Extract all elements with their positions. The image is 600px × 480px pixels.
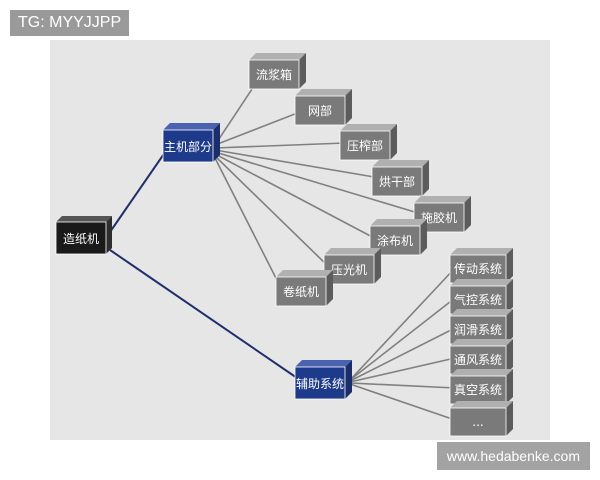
root-to-aux-connector (109, 249, 301, 381)
aux-part-label: 气控系统 (454, 292, 502, 307)
aux-section-box: 辅助系统 (294, 360, 352, 400)
main-part-box: 烘干部 (371, 160, 429, 197)
main-part-box: 卷纸机 (275, 270, 333, 307)
main-to-part-connector (214, 153, 379, 241)
aux-part-label: 通风系统 (454, 353, 502, 367)
aux-to-part-connector (349, 297, 456, 381)
main-part-label: 卷纸机 (283, 284, 319, 299)
aux-part-label: ... (472, 415, 483, 429)
main-to-part-connector (214, 142, 346, 149)
aux-section-label: 辅助系统 (296, 377, 344, 391)
main-part-box: 压榨部 (339, 124, 397, 161)
main-to-part-connector (214, 157, 283, 291)
main-part-box: 涂布机 (369, 219, 427, 256)
aux-part-label: 润滑系统 (454, 323, 502, 337)
main-section-label: 主机部分 (164, 139, 212, 154)
watermark-tag: TG: MYYJJPP (10, 10, 130, 36)
main-to-part-connector (214, 111, 301, 146)
main-part-box: 施胶机 (413, 196, 471, 233)
main-section-box: 主机部分 (162, 123, 220, 163)
main-to-part-connector (214, 79, 259, 146)
aux-part-label: 传动系统 (454, 261, 502, 276)
main-to-part-connector (214, 151, 419, 214)
aux-to-part-connector (349, 357, 456, 383)
aux-to-part-connector (349, 267, 456, 381)
aux-to-part-connector (349, 327, 456, 382)
aux-part-box: 气控系统 (449, 279, 513, 315)
root-label: 造纸机 (63, 232, 99, 246)
aux-part-label: 真空系统 (454, 383, 502, 397)
aux-to-part-connector (349, 383, 456, 421)
root-to-main-connector (109, 147, 169, 233)
main-part-label: 压榨部 (347, 138, 383, 153)
root-box: 造纸机 (55, 216, 112, 255)
main-part-box: 流浆箱 (248, 53, 306, 90)
main-part-label: 网部 (308, 103, 332, 118)
main-part-label: 压光机 (331, 263, 367, 277)
aux-part-box: 传动系统 (449, 248, 513, 284)
main-part-label: 施胶机 (421, 210, 457, 225)
aux-to-part-connector (349, 382, 456, 389)
main-part-label: 流浆箱 (256, 67, 292, 82)
connectors (109, 79, 456, 421)
watermark-url: www.hedabenke.com (436, 442, 590, 470)
main-part-box: 网部 (294, 89, 352, 126)
main-to-part-connector (214, 149, 381, 179)
aux-part-box: 润滑系统 (449, 309, 513, 345)
main-part-label: 涂布机 (377, 233, 413, 248)
main-part-label: 烘干部 (379, 174, 415, 189)
aux-part-box: ... (449, 401, 513, 437)
aux-part-box: 通风系统 (449, 339, 513, 375)
main-to-part-connector (214, 155, 331, 269)
aux-part-box: 真空系统 (449, 369, 513, 405)
